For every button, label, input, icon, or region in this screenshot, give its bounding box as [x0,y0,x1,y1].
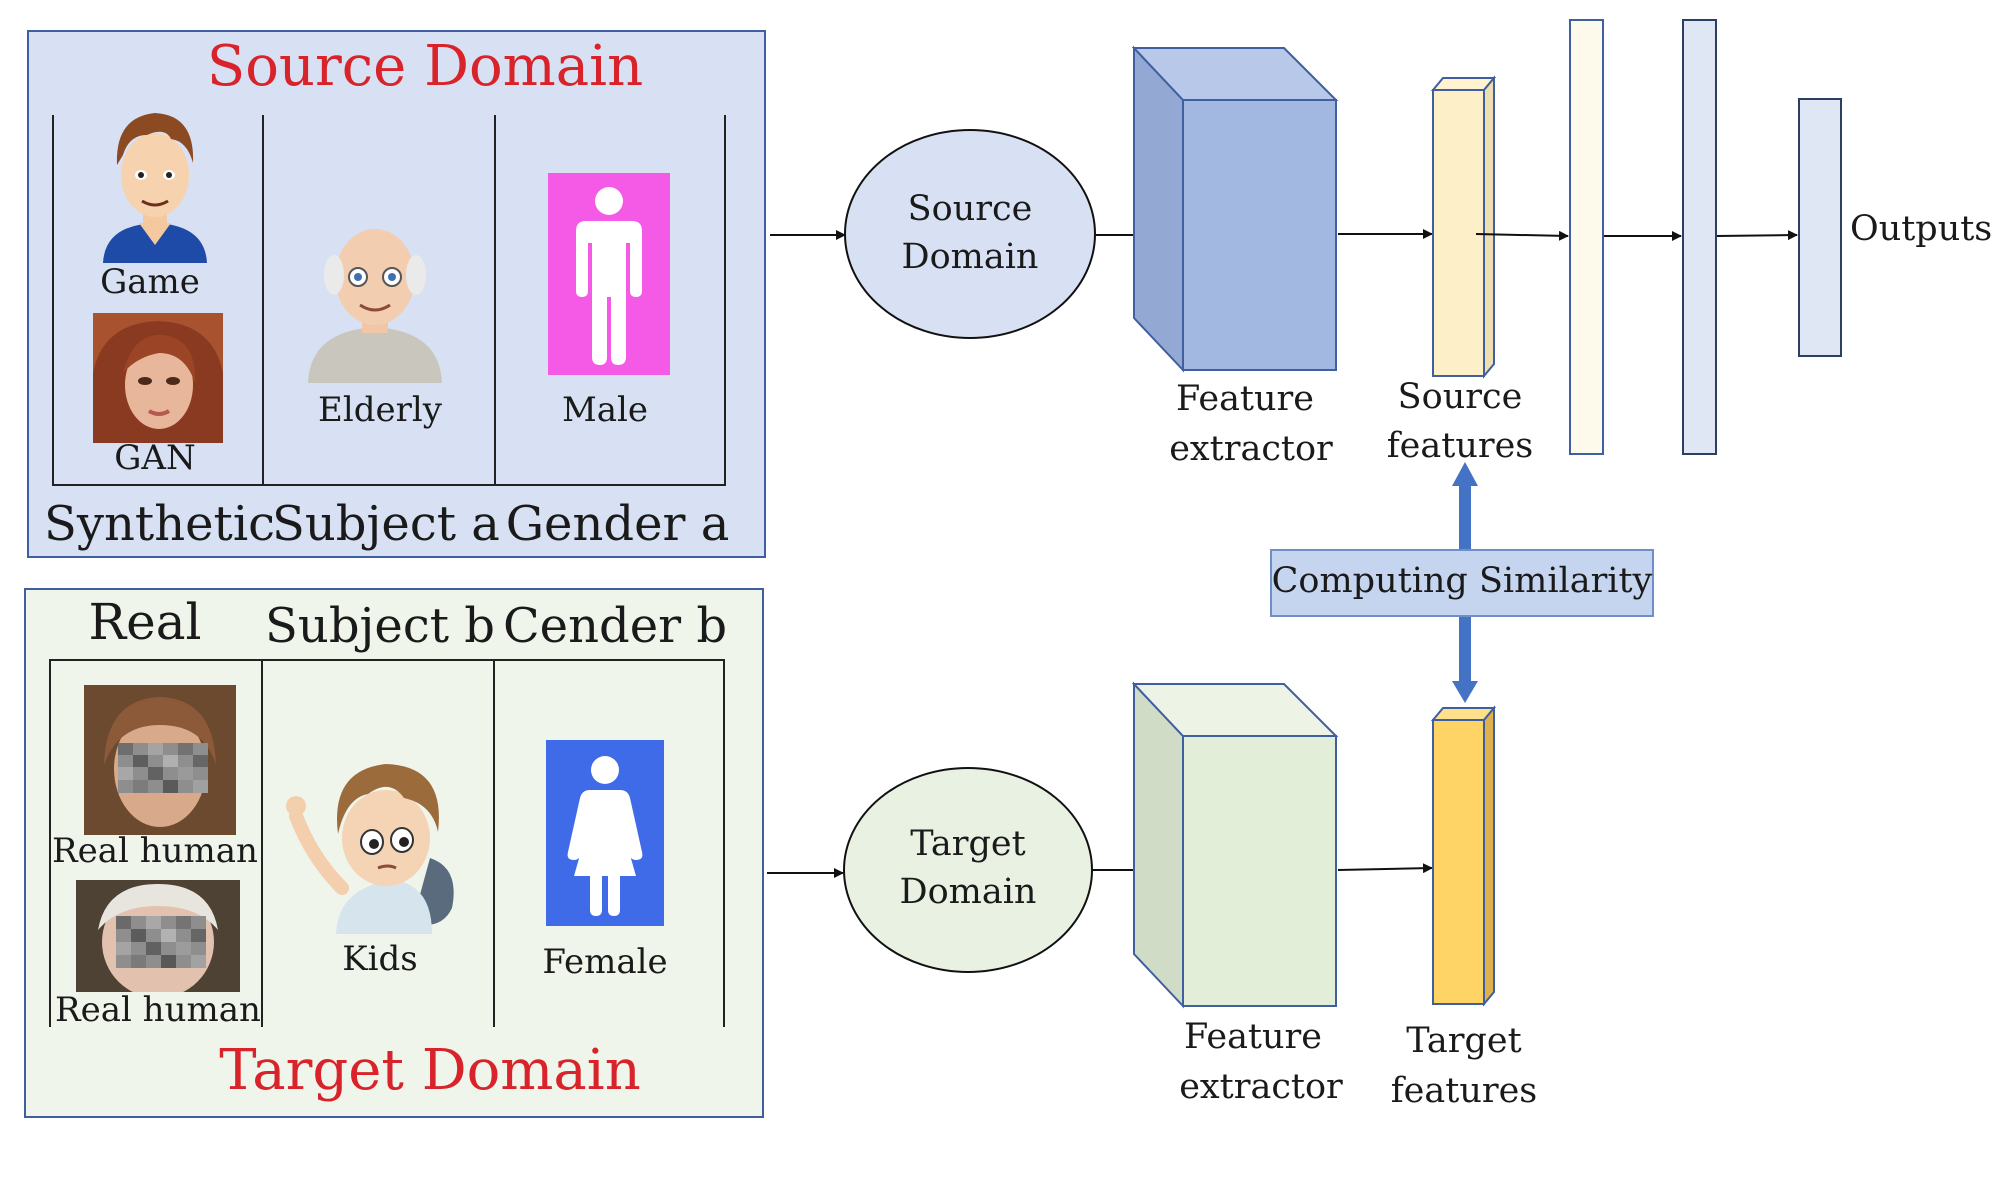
similarity-label: Computing Similarity [1271,561,1653,601]
elderly-avatar-icon [308,229,442,383]
target-extractor-label-line-2: extractor [1179,1067,1343,1107]
target-divider-4 [723,659,725,1027]
source-domain-title: Source Domain [206,34,644,99]
source-domain-ellipse [844,129,1096,339]
source-feature-extractor-cube [1131,45,1339,373]
real-human-photo-1 [84,685,236,835]
game-avatar-icon [103,113,207,263]
source-ellipse-label-line-2: Domain [901,237,1039,277]
real-human-label-2: Real human [55,990,261,1030]
elderly-label: Elderly [318,390,442,430]
target-col-gender-b: Cender b [502,598,728,654]
kids-label: Kids [342,939,418,979]
outputs-label: Outputs [1850,209,1993,249]
target-ellipse-label-line-1: Target [910,824,1026,864]
source-features-label-line-2: features [1386,426,1534,466]
similarity-double-arrow [1452,462,1478,703]
source-col-gender-a: Gender a [505,496,730,552]
similarity-box [1270,549,1654,617]
source-divider-1 [52,115,54,485]
target-features-label-line-1: Target [1406,1021,1522,1061]
source-divider-3 [494,115,496,485]
target-divider-3 [493,659,495,1027]
target-col-real: Real [88,593,202,651]
fc-layer-1 [1569,19,1604,455]
target-features-bar [1430,705,1497,1007]
target-domain-ellipse [843,767,1093,973]
real-human-photo-2 [76,880,240,992]
source-col-synthetic: Synthetic [44,496,276,552]
pixel-mosaic [116,916,206,968]
real-human-label-1: Real human [52,831,258,871]
target-features-label-line-2: features [1390,1071,1538,1111]
fc-layer-2 [1682,19,1717,455]
source-col-subject-a: Subject a [272,496,500,552]
target-divider-2 [261,659,263,1027]
kids-avatar-icon [286,764,454,934]
source-baseline [52,484,726,486]
male-label: Male [561,390,649,430]
target-domain-title: Target Domain [219,1038,641,1103]
male-icon [548,173,670,375]
female-icon [546,740,664,926]
game-label: Game [100,262,200,302]
female-label: Female [542,942,668,982]
source-divider-2 [262,115,264,485]
pixel-mosaic [118,743,208,793]
source-features-label-line-1: Source [1397,377,1523,417]
target-feature-extractor-cube [1131,681,1339,1009]
gan-face-image [93,313,223,443]
output-layer [1798,98,1842,357]
arrow-layer-2-to-output [1716,230,1798,241]
arrow-extractor-to-target-features [1337,863,1433,874]
source-extractor-label-line-1: Feature [1175,379,1314,419]
target-col-subject-b: Subject b [265,598,495,654]
source-divider-4 [724,115,726,485]
target-ellipse-label-line-2: Domain [899,872,1037,912]
target-extractor-label-line-1: Feature [1183,1017,1322,1057]
target-top-line [49,659,725,661]
arrow-source-features-to-layer-1 [1475,230,1569,241]
source-features-bar [1430,75,1497,379]
target-divider-1 [49,659,51,1027]
source-extractor-label-line-2: extractor [1169,429,1333,469]
gan-label: GAN [114,438,196,478]
source-ellipse-label-line-1: Source [907,189,1033,229]
